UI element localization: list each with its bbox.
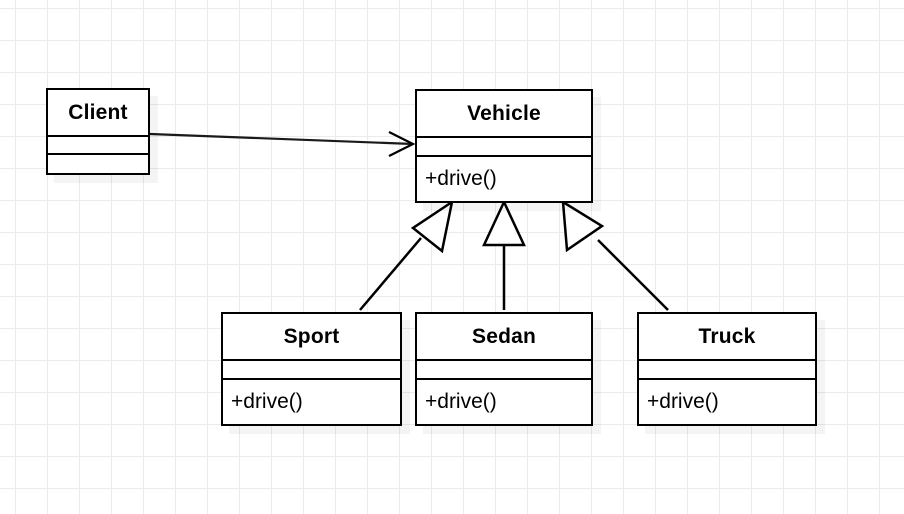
class-operations-truck: +drive() xyxy=(639,380,815,423)
class-name-truck: Truck xyxy=(639,314,815,361)
class-operations-client xyxy=(48,155,148,172)
uml-class-sedan[interactable]: Sedan +drive() xyxy=(415,312,593,426)
edge-sedan-to-vehicle[interactable] xyxy=(482,199,526,310)
class-attributes-client xyxy=(48,137,148,155)
class-operations-sport: +drive() xyxy=(223,380,400,423)
class-operations-vehicle: +drive() xyxy=(417,157,591,200)
edge-client-to-vehicle[interactable] xyxy=(149,131,416,157)
uml-class-truck[interactable]: Truck +drive() xyxy=(637,312,817,426)
edge-sport-to-vehicle[interactable] xyxy=(359,199,454,311)
class-attributes-sedan xyxy=(417,361,591,380)
class-attributes-vehicle xyxy=(417,138,591,157)
operation-text-truck: +drive() xyxy=(647,389,719,413)
operation-text-sport: +drive() xyxy=(231,389,303,413)
edge-truck-to-vehicle[interactable] xyxy=(561,199,669,311)
uml-class-sport[interactable]: Sport +drive() xyxy=(221,312,402,426)
operation-text-sedan: +drive() xyxy=(425,389,497,413)
class-name-client: Client xyxy=(48,90,148,137)
class-attributes-truck xyxy=(639,361,815,380)
operation-text-vehicle: +drive() xyxy=(425,166,497,190)
class-name-sedan: Sedan xyxy=(417,314,591,361)
uml-class-vehicle[interactable]: Vehicle +drive() xyxy=(415,89,593,203)
class-attributes-sport xyxy=(223,361,400,380)
class-name-sport: Sport xyxy=(223,314,400,361)
uml-class-client[interactable]: Client xyxy=(46,88,150,175)
class-name-vehicle: Vehicle xyxy=(417,91,591,138)
class-operations-sedan: +drive() xyxy=(417,380,591,423)
